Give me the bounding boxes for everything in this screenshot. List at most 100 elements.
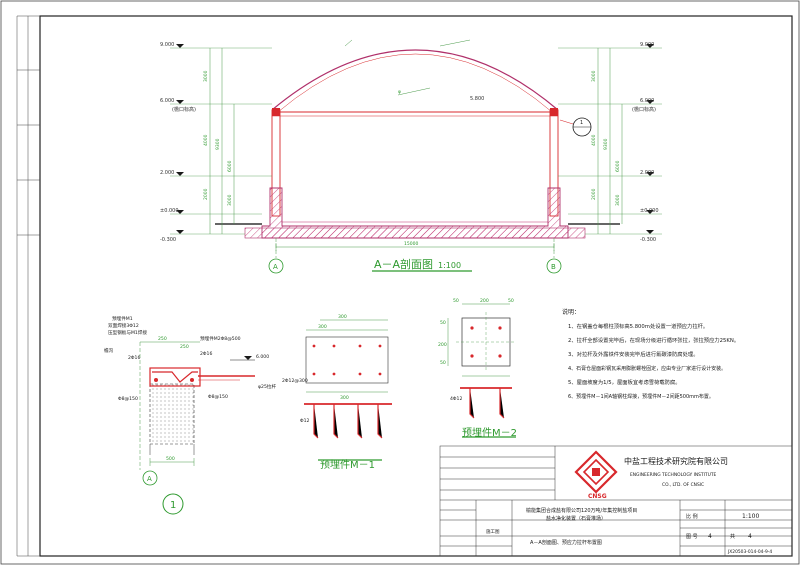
ground-slab bbox=[244, 227, 586, 239]
m2-anchor: 4Φ12 bbox=[450, 396, 462, 402]
node1-column bbox=[149, 383, 195, 445]
m1-bar-note: 2Φ12@300 bbox=[282, 378, 308, 384]
dim-left-6: 3000 bbox=[227, 194, 233, 206]
section-title: A－A剖面图 bbox=[374, 257, 433, 271]
arch-roof-inner bbox=[277, 53, 553, 113]
elev-right-2: 6.000 bbox=[640, 98, 654, 104]
project-name: 榆能集团合成盐有限公司120万吨/年集控制盐项目 bbox=[526, 507, 637, 514]
drawing-number: JX20503-014-04-9-4 bbox=[727, 549, 772, 555]
org-name-en-2: CO., LTD. OF CNSIC bbox=[662, 482, 704, 488]
node1-number: 1 bbox=[170, 500, 176, 511]
axis-bubble-b bbox=[546, 258, 562, 274]
m1-plan-plate bbox=[305, 336, 389, 384]
node1-stirrup-2: Φ8@150 bbox=[208, 394, 228, 400]
m1-title: 预埋件M－1 bbox=[320, 459, 375, 471]
elev-left-1: 9.000 bbox=[160, 42, 174, 48]
m2-dim-4: 50 bbox=[440, 320, 446, 326]
node1-dim-1: 250 bbox=[158, 336, 167, 342]
page-label: 共 bbox=[730, 533, 735, 540]
column-cap-b bbox=[550, 108, 558, 116]
dim-left-1: 3000 bbox=[203, 70, 209, 82]
m1-dim-bot: 300 bbox=[340, 395, 349, 401]
elev-left-3: 2.000 bbox=[160, 170, 174, 176]
title-block bbox=[439, 445, 793, 557]
m1-dim-top: 300 bbox=[338, 314, 347, 320]
note-3: 3、对拉杆及外露铁件安装完毕后进行氟碳漆防腐处理。 bbox=[568, 350, 699, 358]
node1-axis-label: A bbox=[147, 475, 152, 483]
elevation-markers bbox=[176, 44, 654, 234]
axis-bubble-a bbox=[268, 258, 284, 274]
axis-a-label: A bbox=[273, 263, 278, 271]
m1-anchor: Φ12 bbox=[300, 418, 310, 424]
pipe-note: φ bbox=[398, 90, 401, 95]
node1-label-gutter: 檐沟 bbox=[104, 347, 114, 354]
note-1: 1、在钢盖仓每根柱顶标高5.800m处设置一道预应力拉杆。 bbox=[568, 322, 708, 330]
node1-width: 500 bbox=[166, 456, 175, 462]
note-5: 5、屋面坡度为1/5，屋面板宜考虑雪荷载防腐。 bbox=[568, 378, 681, 386]
dim-chains bbox=[209, 48, 623, 234]
dim-right-6: 3000 bbox=[615, 194, 621, 206]
node1-gutter bbox=[152, 371, 198, 383]
embed-m2 bbox=[447, 303, 516, 438]
stage: 施工图 bbox=[486, 528, 500, 535]
elev-left-eave: (檐口标高) bbox=[172, 106, 196, 113]
m2-dim-2: 200 bbox=[480, 298, 489, 304]
notes: 说明： 1、在钢盖仓每根柱顶标高5.800m处设置一道预应力拉杆。 2、拉杆全部… bbox=[562, 308, 739, 400]
org-name-en-1: ENGINEERING TECHNOLOGY INSTITUTE bbox=[630, 472, 717, 478]
dim-right-5: 2000 bbox=[591, 188, 597, 200]
node1-embed-plate bbox=[149, 367, 201, 387]
cnsg-logo bbox=[574, 450, 618, 494]
node1-label-weld: 双面焊接3Φ12 bbox=[108, 322, 139, 329]
elev-left-4: ±0.000 bbox=[160, 208, 179, 214]
subproject-name: 盐水净化装置（石膏堆场） bbox=[546, 515, 606, 522]
drawing-frame bbox=[39, 15, 793, 557]
elev-right-3: 2.000 bbox=[640, 170, 654, 176]
node1-circle bbox=[162, 493, 184, 515]
elev-right-4: ±0.000 bbox=[640, 208, 659, 214]
column-cap-a bbox=[272, 108, 280, 116]
elev-right-1: 9.000 bbox=[640, 42, 654, 48]
m2-dim-6: 50 bbox=[440, 360, 446, 366]
arch-roof bbox=[271, 49, 559, 111]
node-1-detail bbox=[139, 341, 255, 515]
note-4: 4、石膏仓屋面彩钢瓦采用膨胀螺栓固定，应由专业厂家进行设计安装。 bbox=[568, 365, 726, 372]
m1-dim-mid: 300 bbox=[318, 324, 327, 330]
m2-title: 预埋件M－2 bbox=[462, 427, 517, 439]
node1-label-m2: 预埋件M2Φ8@500 bbox=[200, 335, 241, 342]
binding-margin bbox=[16, 15, 40, 557]
node1-label-plate: 压型钢板与M1焊接 bbox=[108, 329, 147, 336]
org-name-cn: 中盐工程技术研究院有限公司 bbox=[624, 456, 728, 466]
node1-label-m1: 预埋件M1 bbox=[112, 315, 133, 322]
node1-rod: φ25拉杆 bbox=[258, 383, 276, 390]
elev-left-5: -0.300 bbox=[160, 237, 176, 243]
elev-right-5: -0.300 bbox=[640, 237, 656, 243]
sheet-value: 4 bbox=[708, 533, 712, 540]
dim-right-2: 9300 bbox=[603, 138, 609, 150]
scale-label: 比 例 bbox=[686, 513, 698, 520]
node1-dim-2: 250 bbox=[180, 344, 189, 350]
dim-left-5: 2000 bbox=[203, 188, 209, 200]
sheet-label: 图 号 bbox=[686, 534, 698, 540]
node1-stirrup-1: Φ8@150 bbox=[118, 396, 138, 402]
dim-left-3: 6000 bbox=[227, 160, 233, 172]
note-2: 2、拉杆全部设置完毕后，在现场分级进行循环张拉，张拉预应力25KN。 bbox=[568, 336, 739, 344]
scale-value: 1:100 bbox=[742, 513, 759, 520]
node1-axis-bubble bbox=[142, 470, 158, 486]
eave-level: 5.800 bbox=[470, 96, 484, 102]
dim-left-2: 9300 bbox=[215, 138, 221, 150]
node1-label-bar-2: 2Φ16 bbox=[200, 351, 212, 357]
m2-dim-1: 50 bbox=[453, 298, 459, 304]
page-value: 4 bbox=[748, 533, 752, 540]
dim-right-3: 6000 bbox=[615, 160, 621, 172]
dim-right-1: 3000 bbox=[591, 70, 597, 82]
axis-b-label: B bbox=[551, 263, 556, 271]
embed-m1 bbox=[304, 319, 392, 461]
span-dim: 15000 bbox=[404, 241, 418, 247]
m2-dim-3: 50 bbox=[508, 298, 514, 304]
section-scale: 1:100 bbox=[438, 261, 461, 270]
elev-left-2: 6.000 bbox=[160, 98, 174, 104]
detail-ref-number: 1 bbox=[580, 120, 583, 126]
